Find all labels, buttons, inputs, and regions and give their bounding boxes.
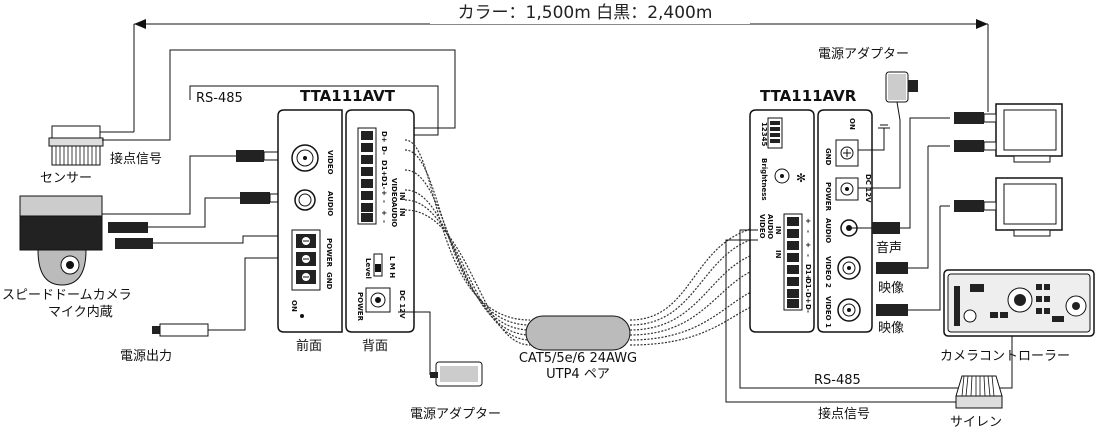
siren-label: サイレン (950, 415, 1002, 430)
tx-level-lmh: L M H (388, 256, 396, 278)
audio-out-label: 音声 (876, 240, 902, 256)
tx-dc-label: DC 12V (398, 290, 406, 319)
adapter-right-label: 電源アダプター (818, 47, 909, 62)
camera-mic-label: マイク内蔵 (48, 304, 113, 320)
video-out-label-1: 映像 (878, 281, 904, 296)
rx-video1-port-label: VIDEO 1 (824, 296, 832, 328)
transmitter-rear-label: 背面 (362, 339, 388, 354)
tx-power-label: POWER (356, 292, 364, 322)
transmitter-model: TTA111AVT (300, 87, 396, 105)
rx-terminal-d1-plus: D1+ (804, 264, 812, 281)
rx-brightness-icon: ✻ (796, 171, 806, 185)
receiver-left-panel: 12345 Brightness ✻ VIDEO AUDIO IN IN + -… (749, 109, 815, 333)
tx-group-video: VIDEO (390, 178, 398, 203)
rx-terminal-d-minus: D- (804, 304, 812, 313)
siren-device: サイレン (950, 375, 1003, 430)
rx-video2-port-label: VIDEO 2 (824, 256, 832, 288)
sensor-label: センサー (40, 171, 92, 186)
rx-dip-numbers: 12345 (760, 122, 768, 146)
camera-label: スピードドームカメラ (2, 288, 132, 303)
tx-video-port-label: VIDEO (326, 150, 334, 175)
rx-terminal-plus-2: + (804, 242, 812, 248)
rs485-left-label: RS-485 (196, 91, 243, 106)
receiver-right-panel: GND ON POWER DC 12V AUDIO VIDEO 2 VIDEO … (817, 109, 873, 333)
rx-group-in-2: IN (774, 250, 782, 259)
video-out-label-2: 映像 (878, 321, 904, 336)
tx-audio-port-label: AUDIO (326, 191, 334, 216)
rx-terminal-d1-minus: D1- (804, 278, 812, 292)
contact-wire-right (725, 239, 958, 403)
monitor-bottom (995, 177, 1063, 237)
rx-terminal-minus-1: - (804, 230, 812, 233)
rx-audio-port-label: AUDIO (824, 218, 832, 243)
rx-terminal-d-plus: D+ (804, 292, 812, 304)
rx-brightness-label: Brightness (760, 158, 768, 201)
distance-arrow: カラー：1,500m 白黒：2,400m (133, 2, 989, 132)
tx-gnd-terminal-label: GND (325, 272, 333, 290)
distance-label: カラー：1,500m 白黒：2,400m (458, 3, 713, 23)
cable-type-label: CAT5/5e/6 24AWG (519, 351, 637, 366)
contact-wire-left (102, 49, 456, 141)
tx-group-in-1: IN (398, 192, 406, 201)
rx-on-label: ON (848, 118, 856, 130)
rs485-wire-left (189, 85, 439, 136)
transmitter-rear-panel: D+ D- D1+ D1- + - + - VIDEO AUDIO IN IN … (345, 109, 415, 354)
rx-dc-label: DC 12V (864, 174, 872, 203)
tx-terminal-d1-plus: D1+ (380, 160, 388, 177)
rx-terminal-minus-2: - (804, 254, 812, 257)
speed-dome-camera: スピードドームカメラ マイク内蔵 (2, 195, 132, 320)
tx-terminal-d-plus: D+ (380, 131, 388, 143)
power-output-label: 電源出力 (120, 349, 172, 364)
adapter-left-label: 電源アダプター (410, 407, 501, 422)
rx-gnd-label: GND (824, 148, 832, 166)
controller-label: カメラコントローラー (940, 349, 1070, 364)
contact-signal-left-label: 接点信号 (110, 151, 162, 167)
tx-power-terminal-label: POWER (325, 238, 333, 268)
adapter-left: 電源アダプター (398, 311, 501, 422)
rx-power-label: POWER (824, 182, 832, 212)
contact-signal-right-label: 接点信号 (818, 406, 870, 422)
rx-terminal-plus-1: + (804, 218, 812, 224)
tx-terminal-minus-1: - (380, 200, 388, 203)
tx-group-in-2: IN (398, 208, 406, 217)
adapter-right: 電源アダプター (818, 47, 918, 189)
twisted-pair-cable: CAT5/5e/6 24AWG UTP4 ペア (404, 139, 781, 382)
transmitter-front-panel: VIDEO AUDIO POWER GND ON 前面 (277, 109, 343, 354)
sensor-device: センサー (40, 125, 104, 186)
camera-controller: カメラコントローラー (940, 269, 1095, 364)
tx-terminal-d1-minus: D1- (380, 176, 388, 190)
tx-level-label: Level (364, 258, 372, 279)
tx-terminal-plus-1: + (380, 190, 388, 196)
tx-on-label: ON (290, 300, 298, 312)
power-output-plug: 電源出力 (120, 257, 296, 364)
camera-cables (102, 150, 296, 249)
transmitter-front-label: 前面 (296, 338, 322, 354)
tx-terminal-plus-2: + (380, 210, 388, 216)
tx-terminal-minus-2: - (380, 220, 388, 223)
rs485-wire-right (739, 229, 1013, 389)
receiver-model: TTA111AVR (760, 87, 857, 105)
rx-group-video: VIDEO (758, 214, 766, 239)
rs485-right-label: RS-485 (814, 373, 861, 388)
monitor-cables: 音声 映像 映像 (849, 112, 997, 336)
tx-terminal-d-minus: D- (380, 146, 388, 155)
rx-group-audio: AUDIO (766, 214, 774, 239)
rx-group-in-1: IN (774, 226, 782, 235)
monitor-top (995, 103, 1063, 163)
cable-pair-label: UTP4 ペア (546, 367, 610, 382)
tx-group-audio: AUDIO (390, 202, 398, 227)
